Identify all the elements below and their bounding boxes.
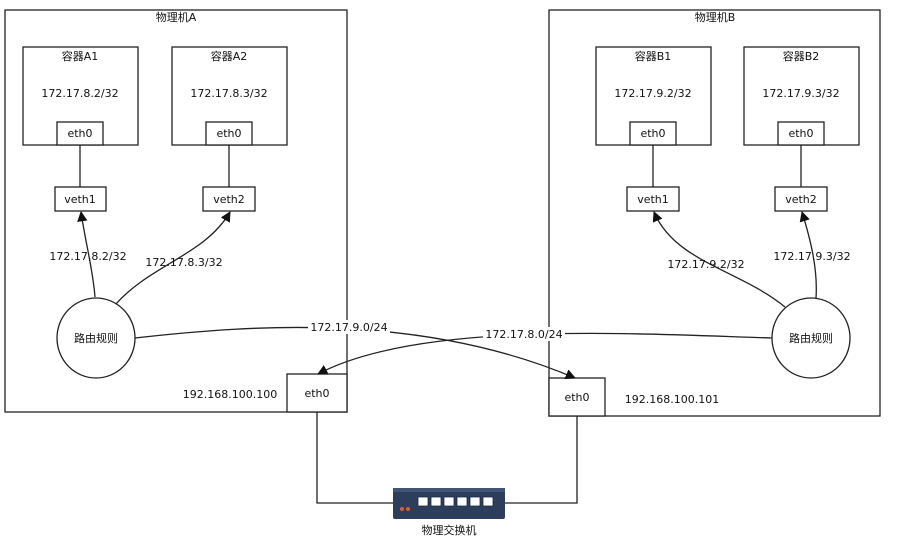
switch-label: 物理交换机 <box>422 523 477 537</box>
switch-led <box>400 507 404 511</box>
veth1-box-b <box>626 186 680 212</box>
route-a-to-b-label-bg <box>308 320 390 334</box>
switch-top-edge <box>393 488 505 492</box>
container-b1-eth0-label: eth0 <box>640 127 665 140</box>
container-b1-title: 容器B1 <box>635 49 672 63</box>
switch-port <box>469 496 481 507</box>
veth2-label-a: veth2 <box>213 193 245 206</box>
veth1-label-b: veth1 <box>637 193 669 206</box>
container-a2-title: 容器A2 <box>211 49 248 63</box>
container-a2-ip: 172.17.8.3/32 <box>190 87 267 100</box>
cable-b-switch <box>505 416 578 504</box>
switch-ports <box>417 496 494 507</box>
route-b-to-a-label-bg <box>483 327 565 341</box>
switch-icon <box>393 488 505 519</box>
route-b-to-a-label: 172.17.8.0/24 <box>485 328 562 341</box>
host-b-nic <box>548 377 606 417</box>
route-a-to-b-label: 172.17.9.0/24 <box>310 321 387 334</box>
cable-a-switch <box>316 412 393 504</box>
host-b-frame <box>548 9 881 417</box>
host-a-frame <box>4 9 348 413</box>
switch-port <box>430 496 442 507</box>
container-a1-title: 容器A1 <box>62 49 99 63</box>
route-arrow-a-veth1 <box>77 210 96 298</box>
veth1-box-a <box>54 186 107 212</box>
route-arrow-b-veth2 <box>799 211 817 299</box>
container-b1-ip: 172.17.9.2/32 <box>614 87 691 100</box>
switch-port <box>482 496 494 507</box>
container-a1-eth0-label: eth0 <box>67 127 92 140</box>
container-a2-eth0-label: eth0 <box>216 127 241 140</box>
container-a2 <box>171 46 288 146</box>
route-arrow-b-veth1 <box>652 211 786 308</box>
route-label-a-veth1: 172.17.8.2/32 <box>49 250 126 263</box>
router-a-label: 路由规则 <box>74 331 118 345</box>
host-a-nic-ip: 192.168.100.100 <box>183 388 277 401</box>
host-b-nic-ip: 192.168.100.101 <box>625 393 719 406</box>
router-b-label: 路由规则 <box>789 331 833 345</box>
physical-network: 物理交换机 <box>316 412 578 537</box>
route-label-a-veth2: 172.17.8.3/32 <box>145 256 222 269</box>
cross-routes: 172.17.9.0/24 172.17.8.0/24 <box>134 320 773 380</box>
host-a-nic-label: eth0 <box>304 387 329 400</box>
switch-port <box>456 496 468 507</box>
veth2-label-b: veth2 <box>785 193 817 206</box>
container-b2-title: 容器B2 <box>783 49 820 63</box>
host-b: 物理机B 容器B1 172.17.9.2/32 eth0 容器B2 172.17… <box>548 9 881 417</box>
host-b-nic-label: eth0 <box>564 391 589 404</box>
switch-port <box>443 496 455 507</box>
veth2-box-b <box>774 186 828 212</box>
veth2-box-a <box>202 186 256 212</box>
veth1-label-a: veth1 <box>64 193 96 206</box>
host-a-nic <box>286 373 348 413</box>
host-b-title: 物理机B <box>695 10 736 24</box>
route-arrow-a-veth2 <box>114 211 231 306</box>
switch-port <box>417 496 429 507</box>
container-a1-ip: 172.17.8.2/32 <box>41 87 118 100</box>
host-a: 物理机A 容器A1 172.17.8.2/32 eth0 容器A2 172.17… <box>4 9 348 413</box>
host-a-title: 物理机A <box>156 10 197 24</box>
switch-led <box>406 507 410 511</box>
route-label-b-veth2: 172.17.9.3/32 <box>773 250 850 263</box>
route-label-b-veth1: 172.17.9.2/32 <box>667 258 744 271</box>
container-b2-ip: 172.17.9.3/32 <box>762 87 839 100</box>
container-b2-eth0-label: eth0 <box>788 127 813 140</box>
